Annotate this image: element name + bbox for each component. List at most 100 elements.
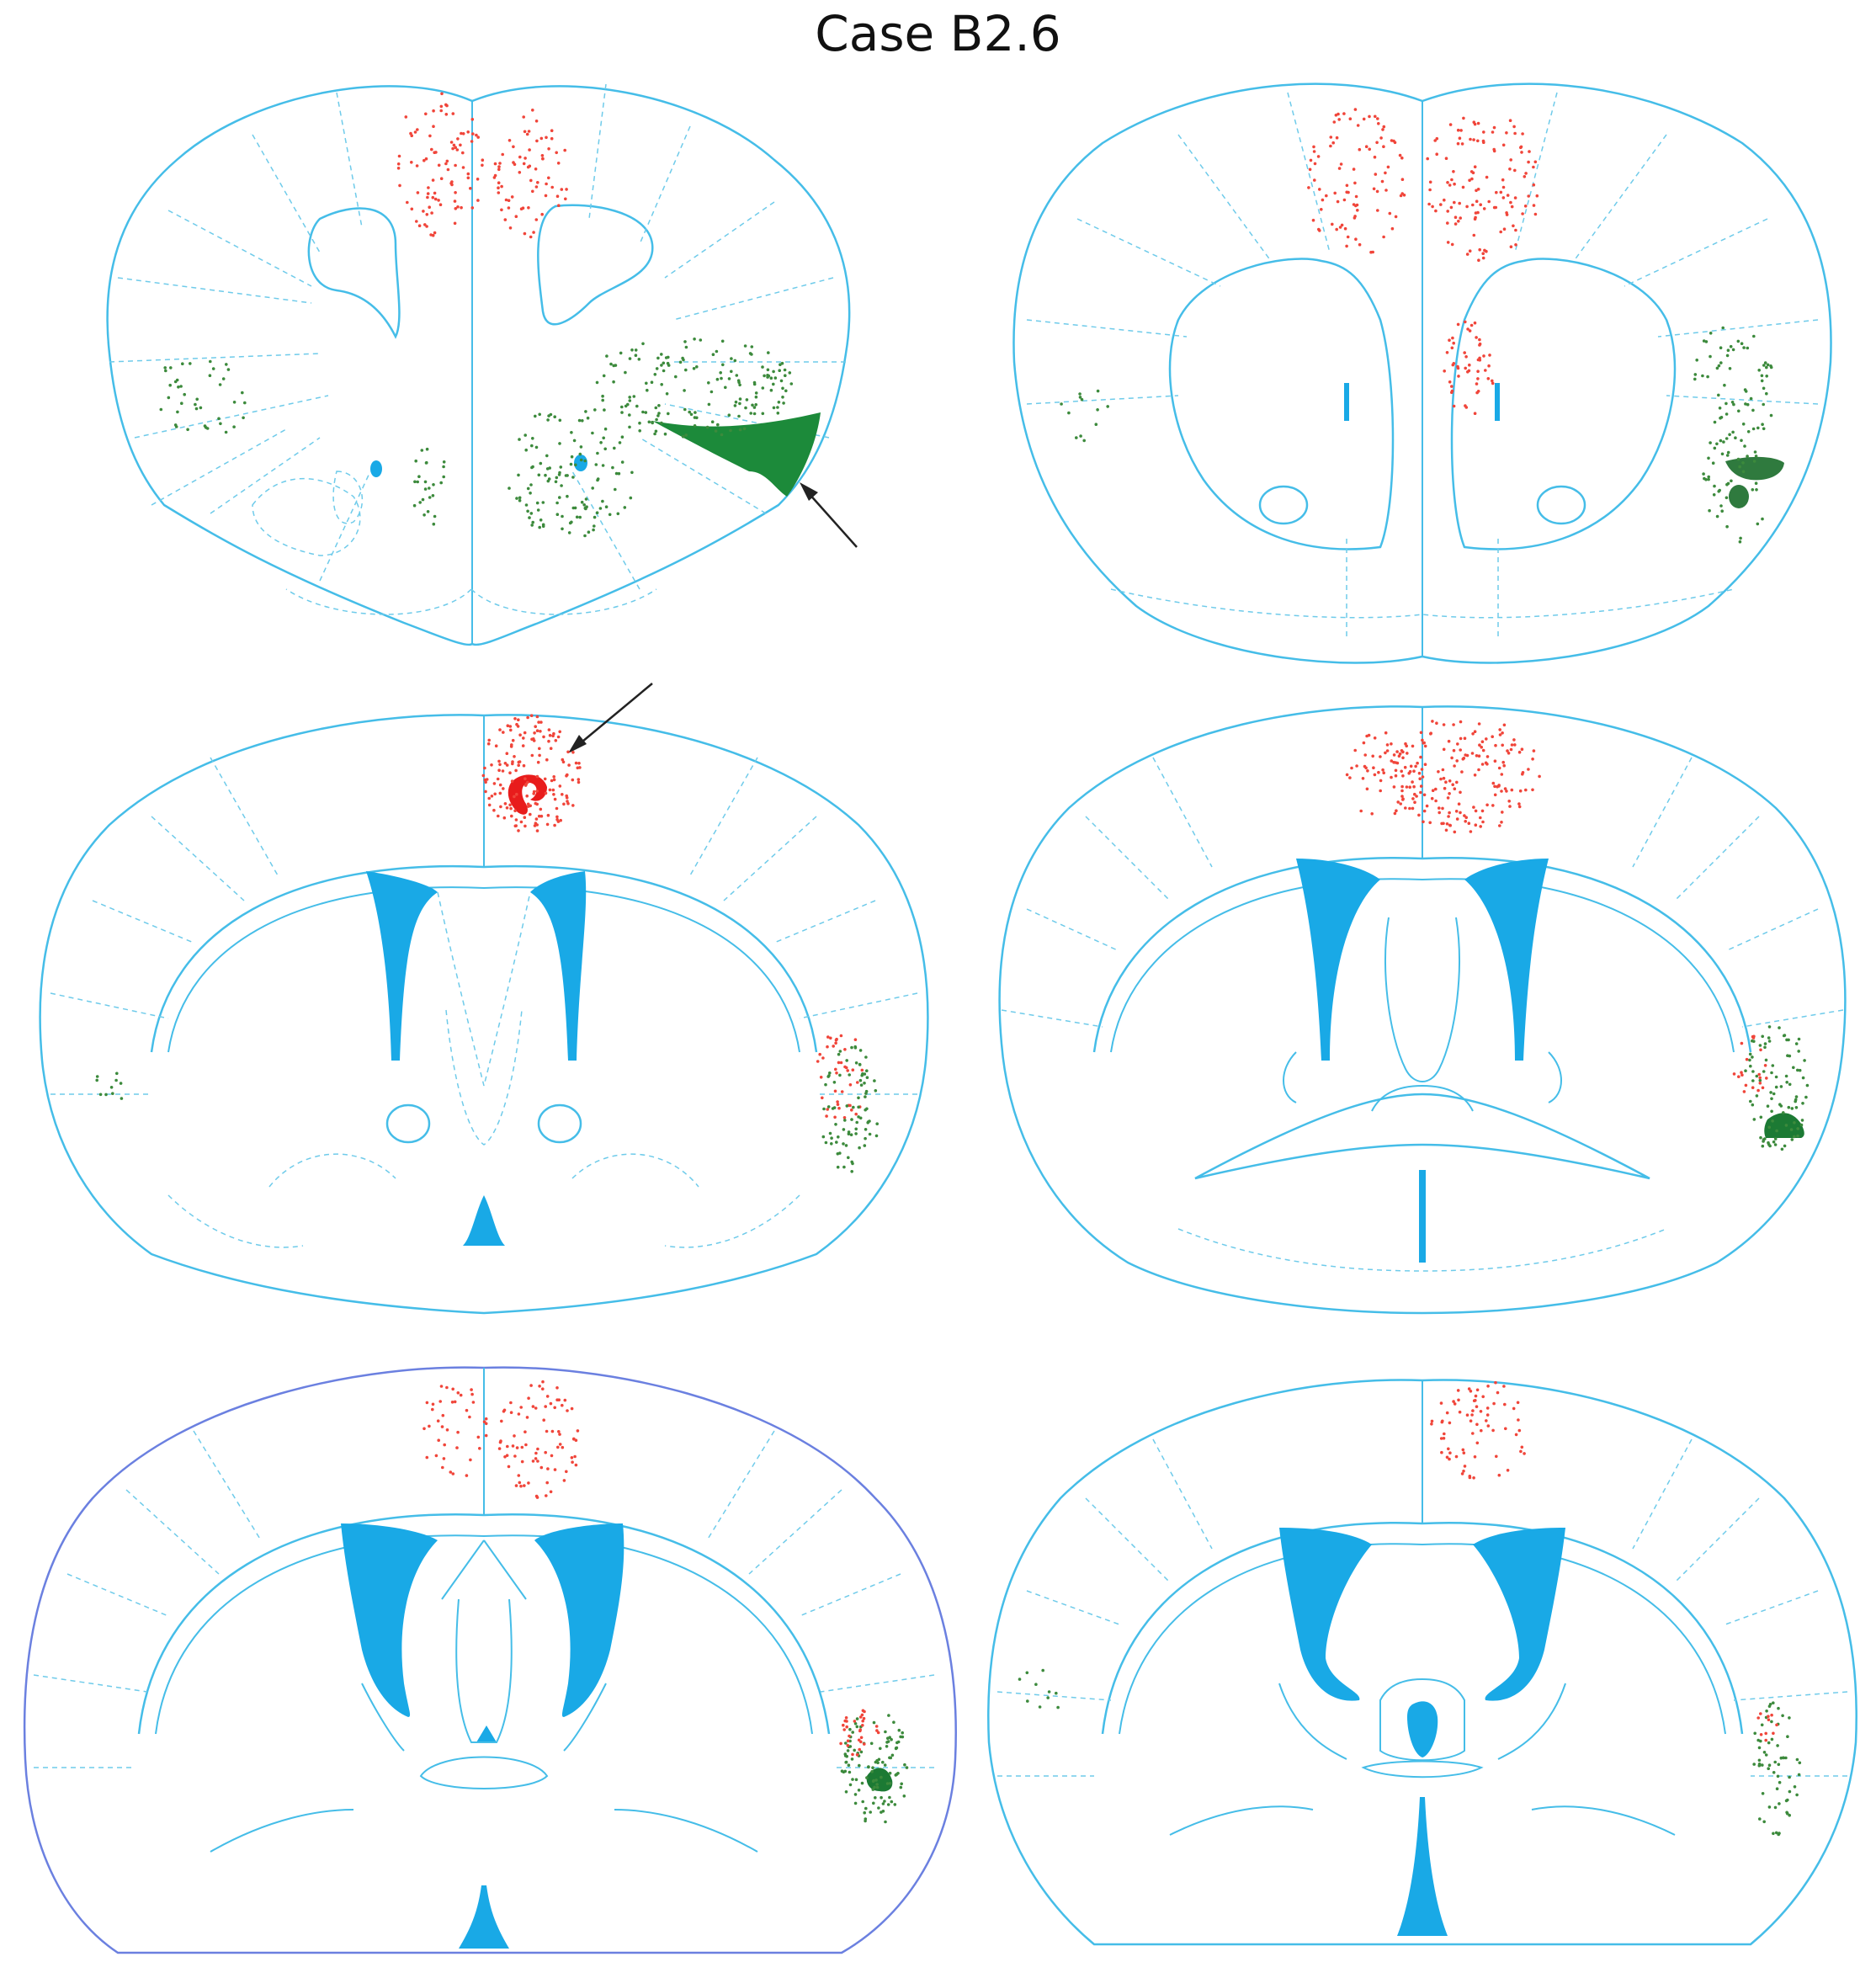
red-labeled-cell-dot [1400,178,1405,181]
green-labeled-cell-dot [1741,461,1745,465]
green-labeled-cell-dot [535,501,539,505]
red-labeled-cell-dot [437,163,441,167]
green-labeled-cell-dot [844,1741,848,1745]
red-labeled-cell-dot [1464,816,1468,819]
red-labeled-cell-dot [1438,811,1441,815]
green-labeled-cell-dot [780,361,784,365]
red-labeled-cell-dot [577,778,581,781]
green-labeled-cell-dot [1729,344,1733,348]
red-labeled-cell-dot [1379,779,1383,783]
red-labeled-cell-dot [1533,160,1538,164]
green-labeled-cell-dot [674,375,678,379]
green-labeled-cell-dot [824,1141,828,1145]
red-labeled-cell-dot [1456,1389,1460,1392]
green-labeled-cell-dot [716,423,720,427]
green-labeled-cell-dot [1773,1760,1777,1764]
red-labeled-cell-dot [544,791,548,795]
green-labeled-cell-dot [883,1800,886,1803]
red-labeled-cell-dot [1365,787,1369,791]
green-labeled-cell-dot [431,494,435,497]
green-labeled-cell-dot [783,368,787,372]
red-labeled-cell-dot [1732,1072,1736,1076]
green-labeled-cell-dot [869,1810,872,1814]
red-labeled-cell-dot [1473,730,1477,733]
red-labeled-cell-dot [503,1455,507,1459]
red-labeled-cell-dot [493,162,497,166]
red-labeled-cell-dot [1527,768,1530,771]
green-labeled-cell-dot [772,382,775,386]
green-labeled-cell-dot [423,487,428,491]
green-labeled-cell-dot [1796,1134,1799,1138]
red-labeled-cell-dot [1337,118,1341,121]
red-labeled-cell-dot [1758,1076,1762,1080]
red-labeled-cell-dot [546,1467,550,1470]
red-labeled-cell-dot [1469,1419,1473,1422]
red-labeled-cell-dot [506,724,510,727]
green-labeled-cell-dot [743,344,747,348]
red-labeled-cell-dot [1329,144,1332,148]
red-labeled-cell-dot [1407,771,1411,775]
red-labeled-cell-dot [517,763,520,767]
green-labeled-cell-dot [578,515,582,519]
red-labeled-cell-dot [1485,763,1489,766]
red-labeled-cell-dot [1463,814,1466,817]
green-labeled-cell-dot [628,413,631,417]
red-labeled-cell-dot [1516,1401,1520,1405]
red-labeled-cell-dot [502,731,505,734]
red-labeled-cell-dot [1767,1715,1770,1718]
green-labeled-cell-dot [699,338,703,342]
green-labeled-cell-dot [724,385,727,390]
red-labeled-cell-dot [571,751,575,754]
red-labeled-cell-dot [1763,1064,1767,1067]
green-labeled-cell-dot [1055,1691,1058,1695]
green-labeled-cell-dot [553,415,556,419]
green-labeled-cell-dot [1772,1092,1776,1096]
red-labeled-cell-dot [1460,142,1464,146]
section-1-inner-structures [151,428,657,615]
green-labeled-cell-dot [850,1118,853,1121]
green-labeled-cell-dot [853,1722,858,1725]
red-labeled-cell-dot [444,113,449,116]
red-labeled-cell-dot [484,1433,488,1438]
red-labeled-cell-dot [534,185,539,189]
red-labeled-cell-dot [1395,809,1398,812]
red-labeled-cell-dot [1448,380,1452,384]
green-labeled-cell-dot [546,418,550,422]
red-labeled-cell-dot [1467,369,1471,373]
red-labeled-cell-dot [1493,784,1496,789]
green-labeled-cell-dot [426,510,430,513]
red-labeled-cell-dot [1456,322,1460,327]
green-labeled-cell-dot [727,377,731,380]
green-labeled-cell-dot [412,503,417,508]
green-labeled-cell-dot [892,1720,895,1724]
red-labeled-cell-dot [432,125,435,128]
red-labeled-cell-dot [1513,743,1517,747]
red-labeled-cell-dot [1438,806,1441,810]
red-labeled-cell-dot [396,162,401,166]
red-labeled-cell-dot [1453,764,1456,768]
green-labeled-cell-dot [194,407,199,411]
green-labeled-cell-dot [609,362,613,366]
green-labeled-cell-dot [539,461,543,465]
section-2-left-commissure [1258,485,1309,525]
red-labeled-cell-dot [1745,1057,1749,1061]
red-labeled-cell-dot [1456,742,1459,746]
red-labeled-cell-dot [500,184,503,189]
green-labeled-cell-dot [181,362,184,366]
section-4-dashed-lines [1001,757,1844,1272]
red-labeled-cell-dot [1350,766,1353,770]
red-labeled-cell-dot [534,1406,538,1410]
green-labeled-cell-dot [754,391,758,395]
green-labeled-cell-dot [843,1754,848,1757]
green-labeled-cell-dot [1788,1054,1792,1058]
red-labeled-cell-dot [1385,749,1390,752]
green-labeled-cell-dot [583,534,587,538]
red-labeled-cell-dot [436,1419,440,1422]
red-labeled-cell-dot [1313,178,1316,182]
red-labeled-cell-dot [453,1400,457,1404]
green-labeled-cell-dot [1755,488,1758,492]
green-labeled-cell-dot [788,371,792,375]
red-labeled-cell-dot [529,812,532,816]
red-labeled-cell-dot [856,1081,859,1084]
green-labeled-cell-dot [1749,396,1753,401]
